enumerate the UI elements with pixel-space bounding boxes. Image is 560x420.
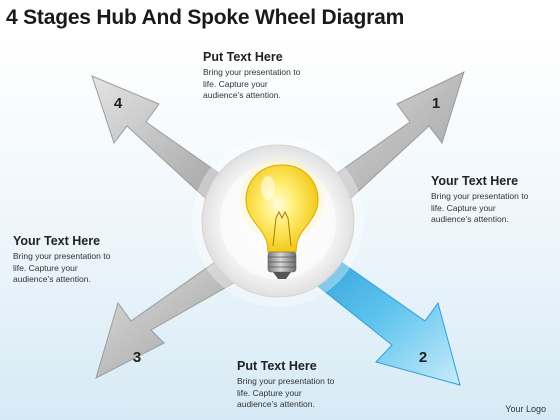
callout-right-heading: Your Text Here [431, 174, 519, 188]
callout-left: Your Text Here Bring your presentation t… [13, 234, 110, 286]
lightbulb-icon [240, 158, 324, 279]
callout-top-heading: Put Text Here [203, 50, 283, 64]
callout-bottom-heading: Put Text Here [237, 359, 317, 373]
stage-4-number: 4 [114, 95, 123, 112]
callout-bottom: Put Text Here Bring your presentation to… [237, 359, 334, 411]
stage-2-number: 2 [419, 349, 427, 366]
callout-right: Your Text Here Bring your presentation t… [431, 174, 528, 226]
callout-top: Put Text Here Bring your presentation to… [203, 50, 300, 102]
callout-left-heading: Your Text Here [13, 234, 101, 248]
callout-top-body: Bring your presentation to life. Capture… [203, 67, 301, 100]
callout-bottom-body: Bring your presentation to life. Capture… [237, 376, 335, 409]
callout-left-body: Bring your presentation to life. Capture… [13, 251, 111, 284]
stage-3-number: 3 [133, 349, 141, 366]
logo-text: Your Logo [505, 404, 546, 414]
page-title: 4 Stages Hub And Spoke Wheel Diagram [6, 6, 405, 29]
callout-right-body: Bring your presentation to life. Capture… [431, 191, 529, 224]
stage-1-number: 1 [432, 95, 440, 112]
